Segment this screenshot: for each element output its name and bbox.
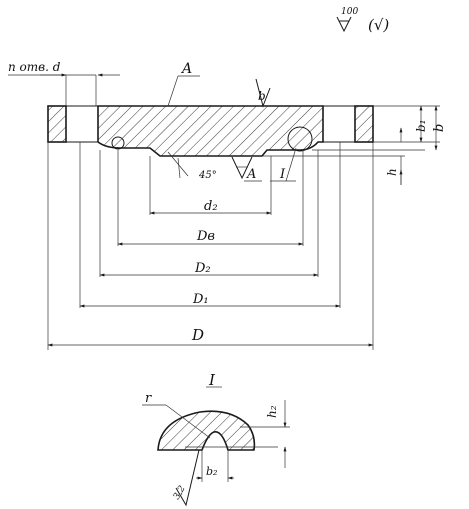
callout-i: I: [270, 147, 297, 182]
section-a-bottom-marker: A: [231, 156, 262, 182]
flange-section: [47, 105, 374, 157]
dim-d1-label: D₁: [192, 292, 209, 307]
svg-text:(√): (√): [368, 16, 389, 34]
callout-i-label: I: [279, 167, 286, 182]
svg-text:100: 100: [341, 7, 358, 17]
bevel-leader: b: [255, 78, 271, 108]
dim-db-label: Dв: [196, 229, 215, 244]
dim-d2cap-label: D₂: [194, 261, 211, 276]
dim-d-label: D: [191, 326, 204, 344]
surface-finish-symbol: 100 (√): [336, 7, 389, 34]
dim-d2-label: d₂: [204, 199, 218, 214]
detail-b2-label: b₂: [206, 465, 217, 478]
dim-b-label: b: [432, 124, 447, 132]
detail-h2-label: h₂: [265, 405, 279, 418]
angle-label: 45°: [198, 170, 217, 181]
detail-r-label: r: [145, 391, 152, 406]
angle-leader: 45°: [167, 151, 217, 181]
holes-label: n отв. d: [8, 60, 61, 74]
detail-roughness-label: 3,2: [172, 484, 188, 502]
section-a-bottom-label: A: [246, 167, 256, 182]
section-a-leader: A: [167, 61, 200, 107]
dim-b1-label: b₁: [414, 120, 428, 133]
detail-title: I: [208, 371, 216, 389]
bevel-label: b: [258, 89, 266, 103]
hole-leader: n отв. d: [8, 60, 120, 106]
detail-view: I h₂ r b₂ 3,2: [142, 371, 290, 507]
dimension-lines: [47, 105, 438, 347]
section-a-top-label: A: [180, 61, 192, 77]
dim-h-label: h: [385, 168, 399, 176]
extension-lines: [47, 105, 440, 350]
